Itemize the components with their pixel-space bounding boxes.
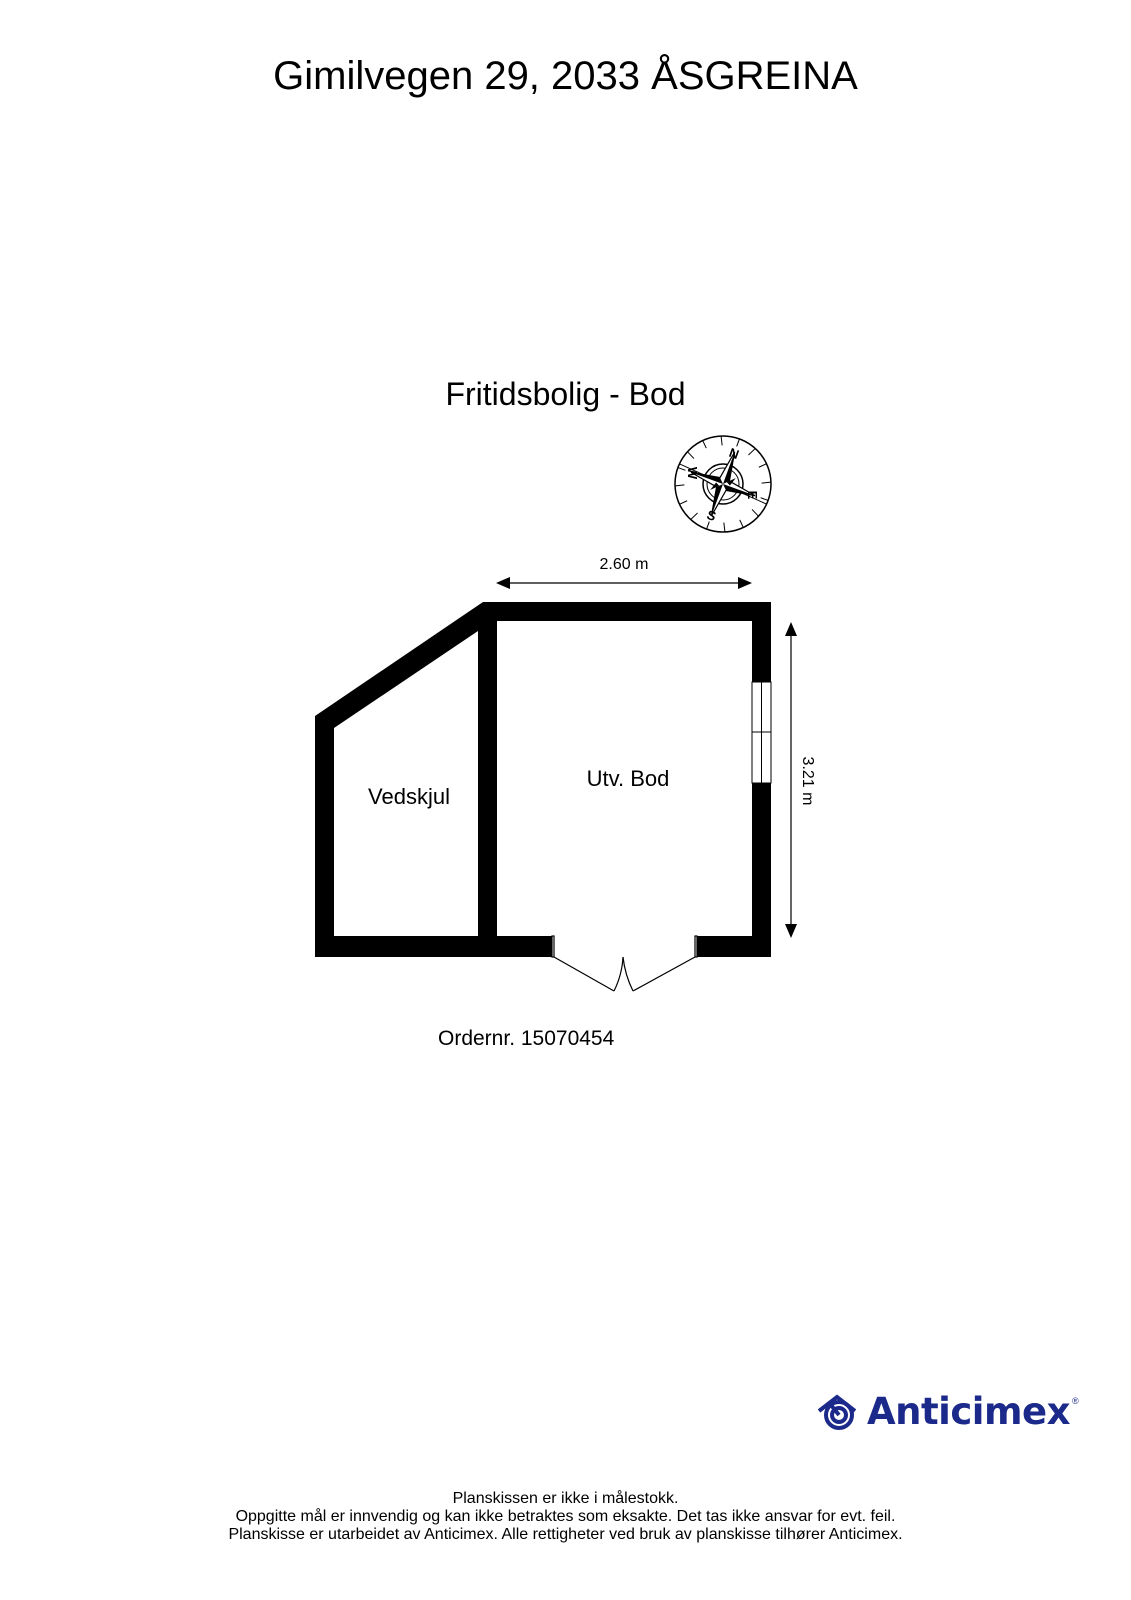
compass-rose-icon: N E S W — [674, 435, 772, 533]
compass-west-label: W — [685, 467, 700, 480]
disclaimer-line: Planskissen er ikke i målestokk. — [452, 1490, 679, 1507]
brand-name: Anticimex — [867, 1390, 1070, 1433]
width-dimension-label: 2.60 m — [600, 556, 649, 573]
height-dimension-label: 3.21 m — [799, 757, 816, 806]
order-number: Ordernr. 15070454 — [438, 1027, 615, 1050]
double-door — [551, 935, 698, 992]
width-dimension-line: 2.60 m — [496, 556, 752, 589]
property-address: Gimilvegen 29, 2033 ÅSGREINA — [273, 54, 858, 98]
disclaimer-line: Oppgitte mål er innvendig og kan ikke be… — [235, 1508, 896, 1525]
compass-east-label: E — [745, 491, 760, 500]
room-label-utv-bod: Utv. Bod — [587, 766, 670, 791]
height-dimension-line: 3.21 m — [785, 622, 816, 938]
window — [751, 681, 772, 784]
plan-title: Fritidsbolig - Bod — [445, 376, 686, 412]
anticimex-logo-icon — [817, 1393, 857, 1430]
disclaimer-line: Planskisse er utarbeidet av Anticimex. A… — [228, 1526, 903, 1543]
registered-mark: ® — [1071, 1396, 1079, 1406]
room-label-vedskjul: Vedskjul — [368, 784, 450, 809]
anticimex-logo: Anticimex ® — [815, 1390, 1079, 1433]
walls — [315, 602, 771, 957]
disclaimer: Planskissen er ikke i målestokk. Oppgitt… — [0, 1490, 1131, 1544]
